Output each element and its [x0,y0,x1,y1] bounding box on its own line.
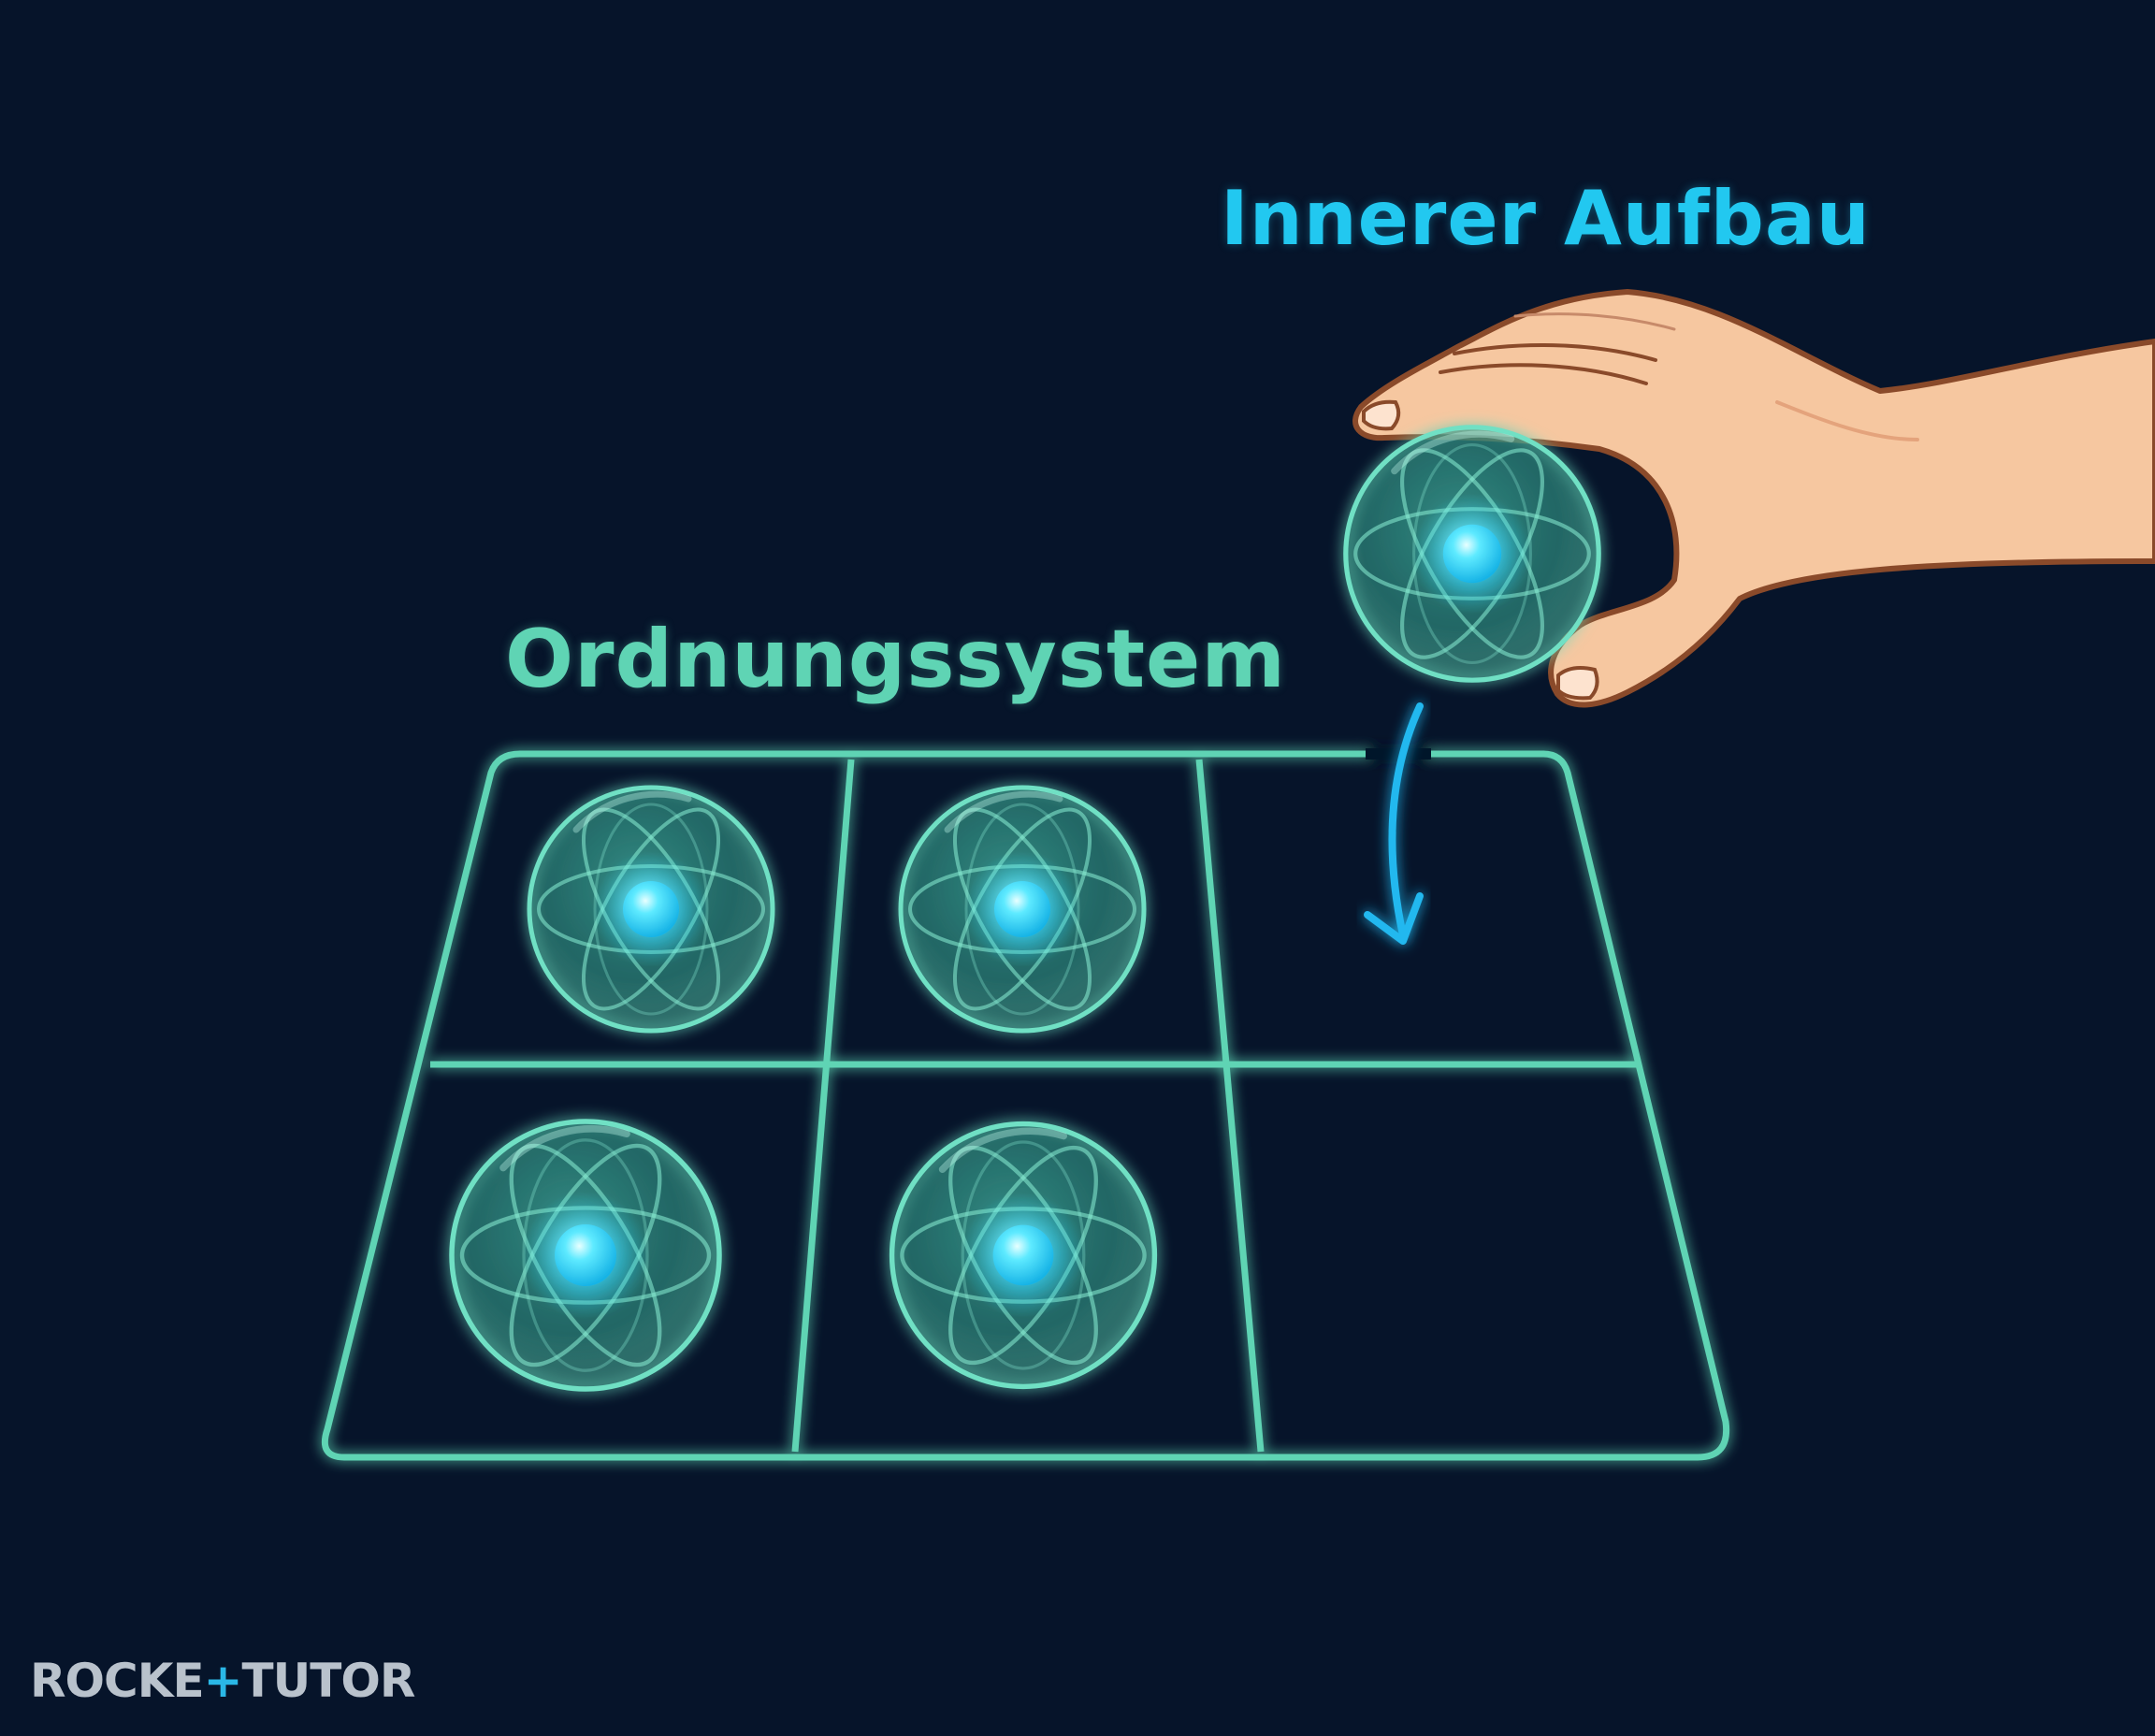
label-innerer-aufbau: Innerer Aufbau [1221,175,1871,262]
atom-sphere-icon [529,788,773,1031]
atom-sphere-icon [901,788,1144,1031]
atom-sphere-icon [452,1121,719,1389]
atom-sphere-icon [1346,427,1598,680]
atom-sphere-icon [892,1124,1155,1387]
logo-part-2: TUTOR [241,1654,416,1708]
grid-outline [321,750,1730,1461]
logo-plus: + [203,1654,243,1708]
grid-divider-vertical-1 [791,759,855,1453]
logo-rocketutor: ROCKE+TUTOR [30,1654,416,1708]
grid-divider-vertical-2 [1195,759,1265,1453]
curved-arrow-down-icon [1364,702,1424,945]
logo-part-1: ROCKE [30,1654,205,1708]
label-ordnungssystem: Ordnungssystem [505,613,1286,706]
grid-board [321,748,1730,1461]
hand-icon [1352,289,2155,708]
